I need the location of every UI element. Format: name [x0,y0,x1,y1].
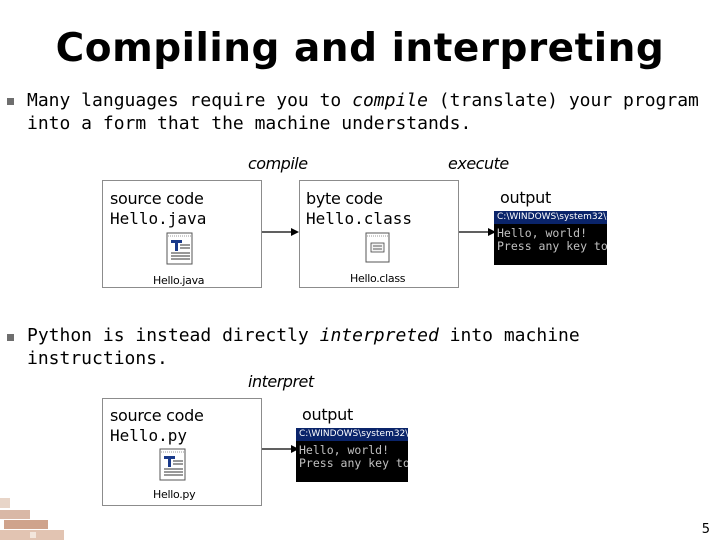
wooden-blocks-decoration [0,498,64,540]
python-source-filename: Hello.py [110,426,188,445]
square-bullet-icon [7,334,14,341]
java-output-heading: output [500,188,551,207]
java-source-filename: Hello.java [110,209,207,228]
bullet-interpret-text: Python is instead directly interpreted i… [27,324,707,370]
java-source-file-caption: Hello.java [153,274,205,287]
page-number: 5 [701,522,710,537]
bullet-compile-text: Many languages require you to compile (t… [27,89,707,135]
text-document-icon [159,448,186,481]
bullet-interpret-lead: Python is instead directly [27,325,320,346]
bytecode-heading: byte code [306,189,383,208]
slide-title: Compiling and interpreting [55,26,665,71]
bytecode-box: byte code Hello.class Hello.class [299,180,459,288]
python-output-heading: output [302,405,353,424]
interpret-arrow-icon [262,445,299,453]
console-line-1: Hello, world! [497,226,588,240]
bytecode-file-caption: Hello.class [350,272,406,285]
text-document-icon [166,232,193,265]
console-line-2: Press any key to continue [299,456,408,470]
class-file-icon [365,232,390,263]
bullet-interpret-tail: into machine instructions. [27,325,580,369]
compile-label: compile [248,154,308,173]
console-line-2: Press any key to continue [497,239,607,253]
java-source-heading: source code [110,189,204,208]
console-line-1: Hello, world! [299,443,390,457]
compile-arrow-icon [262,228,299,236]
console-title-bar: C:\WINDOWS\system32\cmd.exe [296,428,408,441]
python-source-heading: source code [110,406,204,425]
python-source-box: source code Hello.py Hello.py [102,398,262,506]
bullet-interpret-emphasis: interpreted [319,325,439,346]
execute-arrow-icon [459,228,496,236]
bullet-compile-emphasis: compile [352,90,428,111]
interpret-label: interpret [248,372,314,391]
square-bullet-icon [7,98,14,105]
bytecode-filename: Hello.class [306,209,412,228]
java-output-console: C:\WINDOWS\system32\cmd.exe Hello, world… [494,211,607,265]
execute-label: execute [448,154,509,173]
bullet-compile-tail: (translate) your program into a form tha… [27,90,699,134]
java-source-box: source code Hello.java Hello.java [102,180,262,288]
python-output-console: C:\WINDOWS\system32\cmd.exe Hello, world… [296,428,408,482]
console-title-bar: C:\WINDOWS\system32\cmd.exe [494,211,607,224]
bullet-compile-lead: Many languages require you to [27,90,353,111]
python-source-file-caption: Hello.py [153,488,196,501]
